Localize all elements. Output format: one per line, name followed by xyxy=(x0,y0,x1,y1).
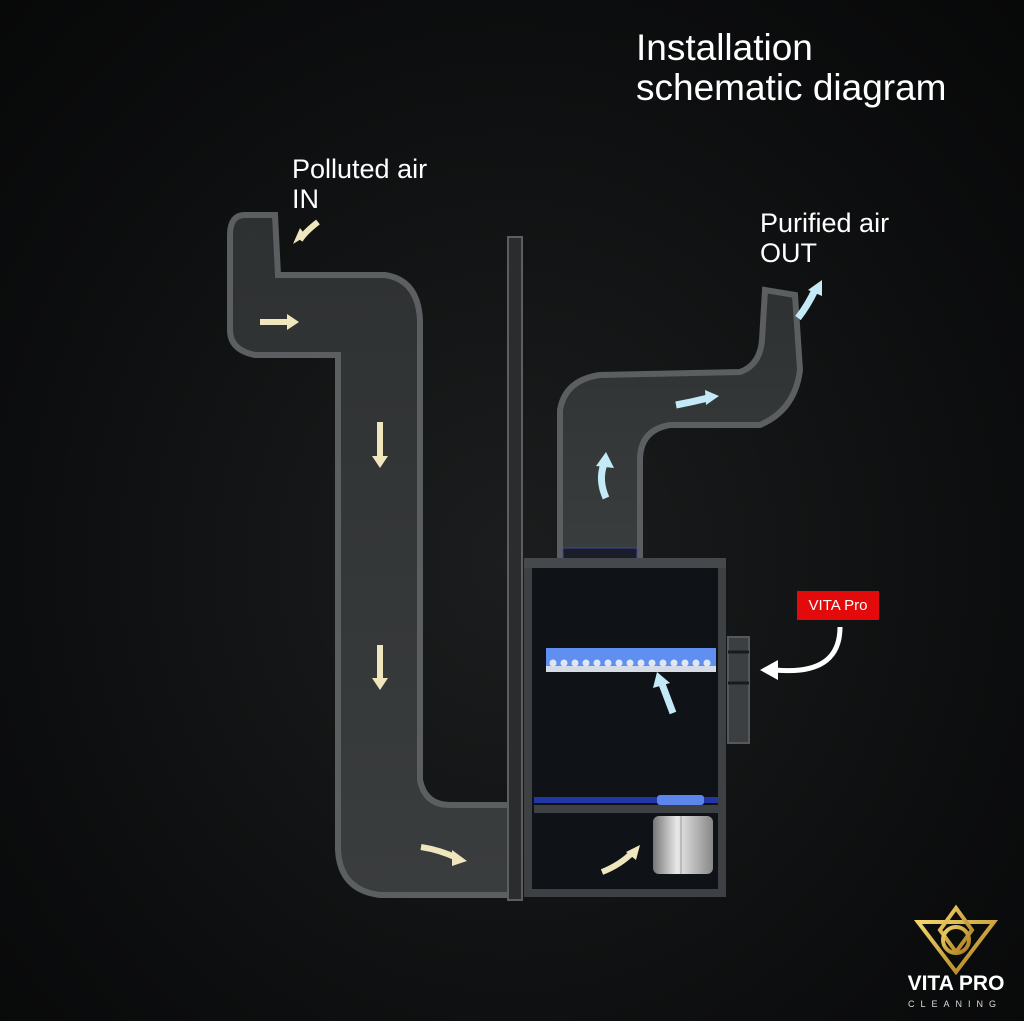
logo-subtitle: CLEANING xyxy=(907,999,1002,1009)
blue-cap xyxy=(657,795,704,805)
vita-pro-device xyxy=(727,636,750,744)
vitapro-logo-mark xyxy=(913,904,999,976)
arrow-icon xyxy=(675,394,709,409)
arrow-icon xyxy=(795,288,819,321)
arrow-icon xyxy=(658,682,677,715)
title-line-1: Installation xyxy=(636,27,813,68)
shelf xyxy=(534,797,718,803)
device-label: VITA Pro xyxy=(797,591,879,620)
inlet-label: Polluted air IN xyxy=(292,154,427,214)
intake-duct xyxy=(227,212,518,898)
outlet-label-line-1: Purified air xyxy=(760,208,890,238)
outlet-label: Purified air OUT xyxy=(760,208,889,268)
inlet-label-line-2: IN xyxy=(292,184,319,214)
title-line-2: schematic diagram xyxy=(636,67,947,108)
uv-light-bar xyxy=(546,648,716,672)
inlet-label-line-1: Polluted air xyxy=(292,154,428,184)
logo-name: VITA PRO xyxy=(907,972,1005,995)
arrow-icon xyxy=(760,660,778,680)
device-pointer-arrow xyxy=(774,626,843,674)
shelf-frame xyxy=(534,805,718,813)
wall-pole xyxy=(507,236,523,901)
diagram-title: Installation schematic diagram xyxy=(636,28,947,108)
outlet-label-line-2: OUT xyxy=(760,238,817,268)
fan-unit xyxy=(653,816,713,874)
exhaust-duct xyxy=(557,286,804,563)
cabinet-top xyxy=(524,558,726,568)
